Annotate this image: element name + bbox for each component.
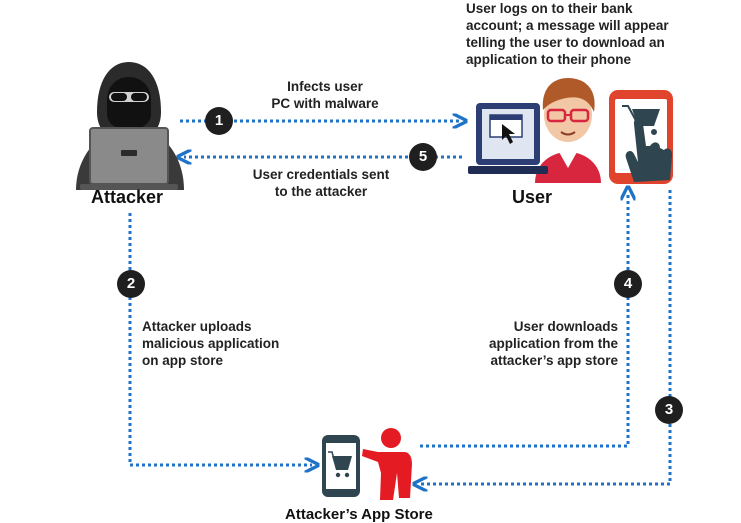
step-4-badge bbox=[614, 270, 642, 298]
step-5-badge bbox=[409, 143, 437, 171]
step-3-badge bbox=[655, 396, 683, 424]
user-laptop-icon bbox=[468, 78, 601, 183]
arrow-publish bbox=[420, 190, 672, 484]
note-line: PC with malware bbox=[271, 96, 379, 111]
note-line: Infects user bbox=[287, 79, 363, 94]
note-line: User downloads bbox=[513, 319, 618, 334]
user-label: User bbox=[512, 187, 553, 207]
phone-tap-icon bbox=[609, 90, 673, 184]
note-line: account; a message will appear bbox=[466, 18, 669, 33]
note-line: application to their phone bbox=[466, 52, 631, 67]
note-line: application from the bbox=[488, 336, 618, 351]
infect-note: Infects user PC with malware bbox=[250, 78, 400, 112]
credentials-note: User credentials sent to the attacker bbox=[236, 166, 406, 200]
note-line: to the attacker bbox=[274, 184, 368, 199]
step-1-badge bbox=[205, 107, 233, 135]
note-line: attacker’s app store bbox=[490, 353, 618, 368]
user-message-note: User logs on to their bank account; a me… bbox=[466, 0, 669, 68]
step-4-number: 4 bbox=[623, 275, 633, 292]
upload-note: Attacker uploads malicious application o… bbox=[142, 318, 279, 369]
step-badges bbox=[117, 107, 683, 424]
app-store-label: Attacker’s App Store bbox=[285, 506, 433, 523]
hooded-hacker-icon bbox=[76, 62, 184, 190]
note-line: User logs on to their bank bbox=[466, 1, 633, 16]
step-3-number: 3 bbox=[664, 401, 674, 418]
note-line: Attacker uploads bbox=[142, 319, 252, 334]
step-5-number: 5 bbox=[418, 148, 428, 165]
note-line: malicious application bbox=[142, 336, 280, 351]
step-2-badge bbox=[117, 270, 145, 298]
app-store-person-icon bbox=[322, 428, 412, 500]
note-line: on app store bbox=[142, 353, 224, 368]
note-line: telling the user to download an bbox=[466, 35, 665, 50]
note-line: User credentials sent bbox=[252, 167, 390, 182]
step-2-number: 2 bbox=[126, 275, 136, 292]
step-1-number: 1 bbox=[214, 112, 224, 129]
attacker-label: Attacker bbox=[91, 187, 164, 207]
download-note: User downloads application from the atta… bbox=[458, 318, 618, 369]
